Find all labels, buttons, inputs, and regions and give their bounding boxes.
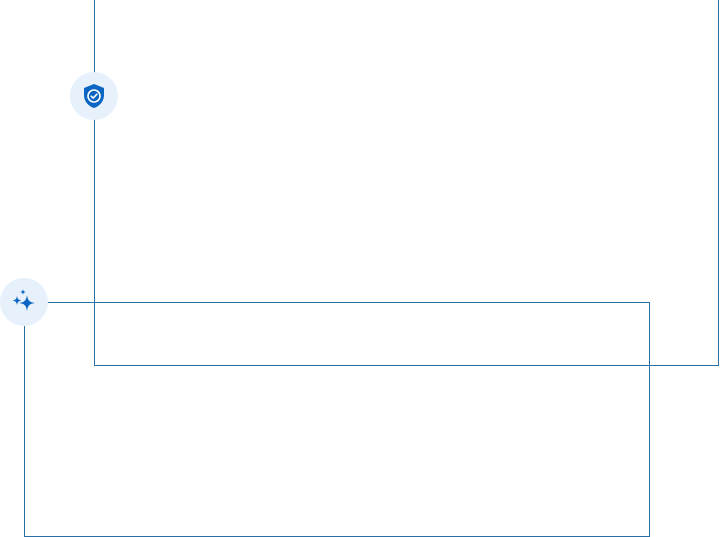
connector-frame-bottom (24, 302, 650, 537)
shield-badge (70, 72, 118, 120)
sparkle-icon (12, 289, 35, 311)
shield-check-icon (84, 84, 104, 108)
sparkle-badge (0, 278, 48, 326)
connector-frame-top (94, 0, 719, 366)
